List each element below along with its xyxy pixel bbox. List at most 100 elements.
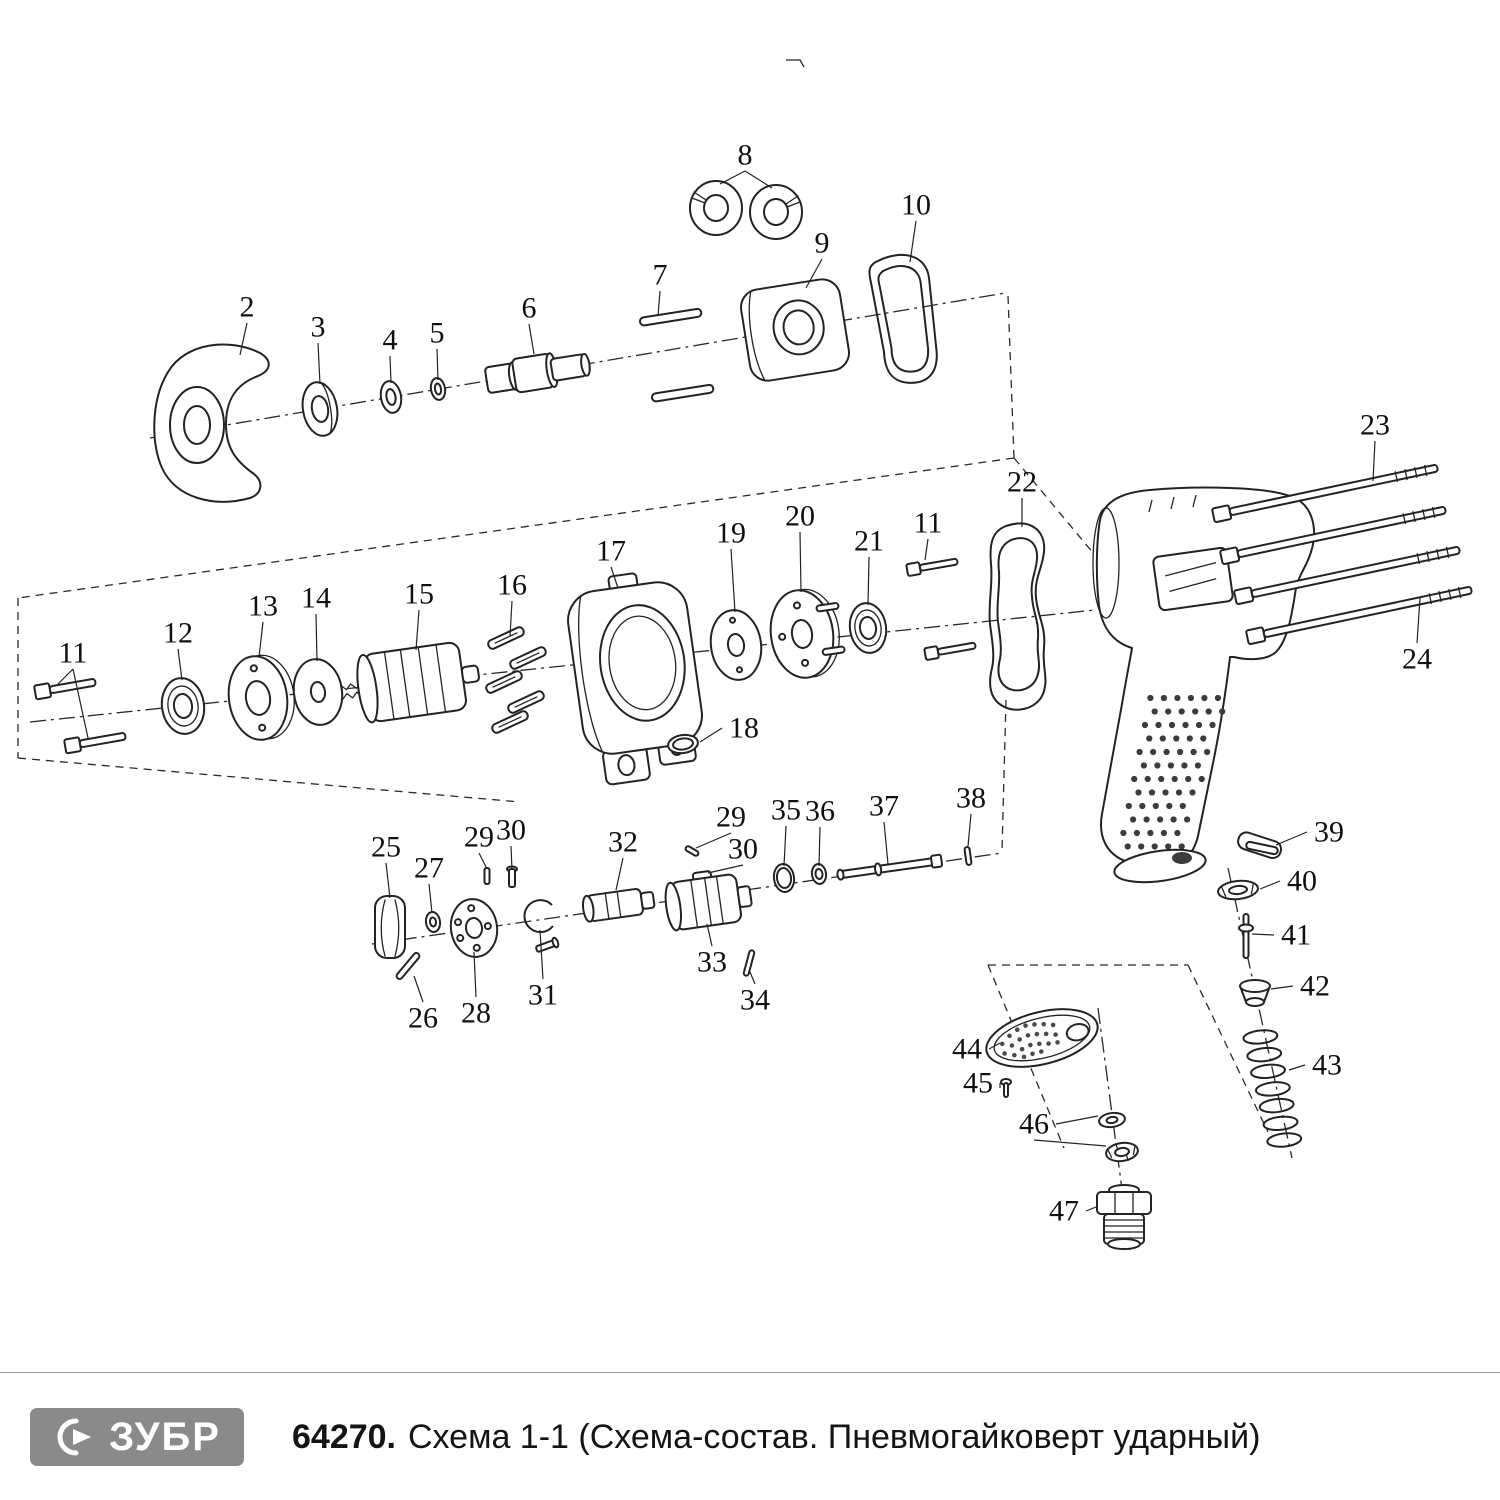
deflector-dots	[999, 1021, 1060, 1060]
part-label-23: 23	[1360, 409, 1390, 442]
leader-line-39	[1275, 831, 1308, 846]
part-10-gasket	[868, 253, 938, 384]
leader-line-27	[428, 883, 433, 914]
leader-line-29	[695, 832, 732, 849]
leader-line-10	[909, 220, 917, 263]
leader-line-23	[1372, 440, 1376, 482]
leader-line-21	[867, 556, 870, 606]
part-label-15: 15	[404, 578, 434, 611]
zubr-logo: ЗУБР	[30, 1408, 244, 1466]
leader-line-8	[744, 170, 773, 189]
part-13-rear-plate	[227, 654, 295, 741]
part-label-38: 38	[956, 782, 986, 815]
part-11-bolt	[33, 678, 97, 701]
part-label-32: 32	[608, 826, 638, 859]
part-28-end-cap	[449, 898, 499, 958]
part-label-27: 27	[414, 852, 444, 885]
part-46-washer	[1098, 1111, 1126, 1129]
part-label-34: 34	[740, 984, 770, 1017]
leader-line-44	[988, 1042, 1001, 1050]
part-label-17: 17	[596, 535, 626, 568]
part-23-bolt-2	[1219, 506, 1447, 566]
leader-line-29	[478, 852, 488, 870]
leader-line-37	[883, 821, 889, 865]
scheme-number: 64270.	[292, 1417, 396, 1456]
leader-line-16	[509, 600, 513, 637]
part-23-bolt	[1211, 464, 1439, 524]
scheme-caption: Схема 1-1 (Схема-состав. Пневмогайковерт…	[408, 1417, 1261, 1456]
part-31-retainer	[523, 899, 560, 953]
leader-line-24	[1416, 597, 1421, 644]
leader-line-32	[615, 857, 624, 891]
leader-line-7	[657, 290, 661, 317]
part-label-28: 28	[461, 997, 491, 1030]
part-label-46: 46	[1019, 1108, 1049, 1141]
part-label-11: 11	[914, 507, 943, 540]
part-label-42: 42	[1300, 970, 1330, 1003]
part-40-retainer-ring	[1217, 879, 1259, 901]
leader-line-9	[805, 258, 823, 289]
part-label-18: 18	[729, 712, 759, 745]
part-36-washer	[810, 863, 828, 885]
part-label-36: 36	[805, 795, 835, 828]
zubr-logo-icon	[57, 1418, 92, 1456]
part-label-21: 21	[854, 525, 884, 558]
leader-line-6	[528, 323, 535, 355]
part-5-ring	[429, 377, 447, 401]
zubr-logo-text: ЗУБР	[109, 1415, 221, 1459]
leader-line-33	[706, 923, 713, 947]
part-label-30: 30	[728, 833, 758, 866]
part-label-12: 12	[163, 617, 193, 650]
part-label-8: 8	[738, 139, 753, 172]
part-22-gasket	[988, 522, 1047, 711]
part-8-hammer	[689, 180, 743, 236]
part-47-air-inlet	[1096, 1184, 1152, 1250]
leader-line-46	[1033, 1139, 1107, 1147]
leader-line-19	[730, 548, 736, 613]
part-42-valve-seat	[1239, 979, 1271, 1007]
leader-line-14	[315, 613, 318, 662]
part-label-4: 4	[383, 324, 398, 357]
part-label-14: 14	[301, 582, 331, 615]
leader-line-26	[413, 975, 424, 1003]
part-label-29: 29	[464, 821, 494, 854]
leader-line-30	[510, 845, 513, 871]
part-label-30: 30	[496, 814, 526, 847]
part-9-hammer-frame	[740, 278, 850, 382]
part-29-pin	[483, 867, 491, 885]
leader-line-13	[258, 621, 264, 658]
leader-line-30	[707, 864, 744, 874]
part-25-reverse-knob	[374, 895, 406, 959]
nameplate	[1152, 546, 1234, 612]
leader-line-36	[818, 826, 821, 867]
part-8-hammer-2	[749, 184, 803, 240]
part-label-26: 26	[408, 1002, 438, 1035]
part-39-trigger-pin	[1245, 840, 1279, 856]
part-12-bearing	[160, 677, 206, 735]
part-label-7: 7	[653, 259, 668, 292]
part-11-bolt-4	[923, 641, 977, 661]
leader-line-11	[924, 538, 929, 561]
part-35-o-ring	[772, 863, 796, 893]
leader-line-34	[749, 971, 756, 985]
part-7-pin-2	[650, 383, 715, 403]
part-label-22: 22	[1007, 466, 1037, 499]
part-26-pin	[395, 952, 421, 980]
part-37-valve-stem	[836, 853, 944, 881]
footer: ЗУБР 64270. Схема 1-1 (Схема-состав. Пнев…	[0, 1374, 1500, 1500]
leader-line-20	[799, 531, 802, 593]
part-15-rotor	[340, 641, 480, 724]
leader-line-40	[1259, 880, 1281, 890]
part-label-31: 31	[528, 979, 558, 1012]
part-3-washer	[301, 381, 339, 437]
part-label-35: 35	[771, 794, 801, 827]
part-label-29: 29	[716, 801, 746, 834]
part-21-bearing	[848, 602, 888, 654]
leader-line-35	[783, 825, 787, 867]
part-label-6: 6	[522, 292, 537, 325]
part-label-10: 10	[901, 189, 931, 222]
leader-line-8	[719, 170, 746, 185]
part-label-37: 37	[869, 790, 899, 823]
leader-line-11	[72, 668, 89, 739]
